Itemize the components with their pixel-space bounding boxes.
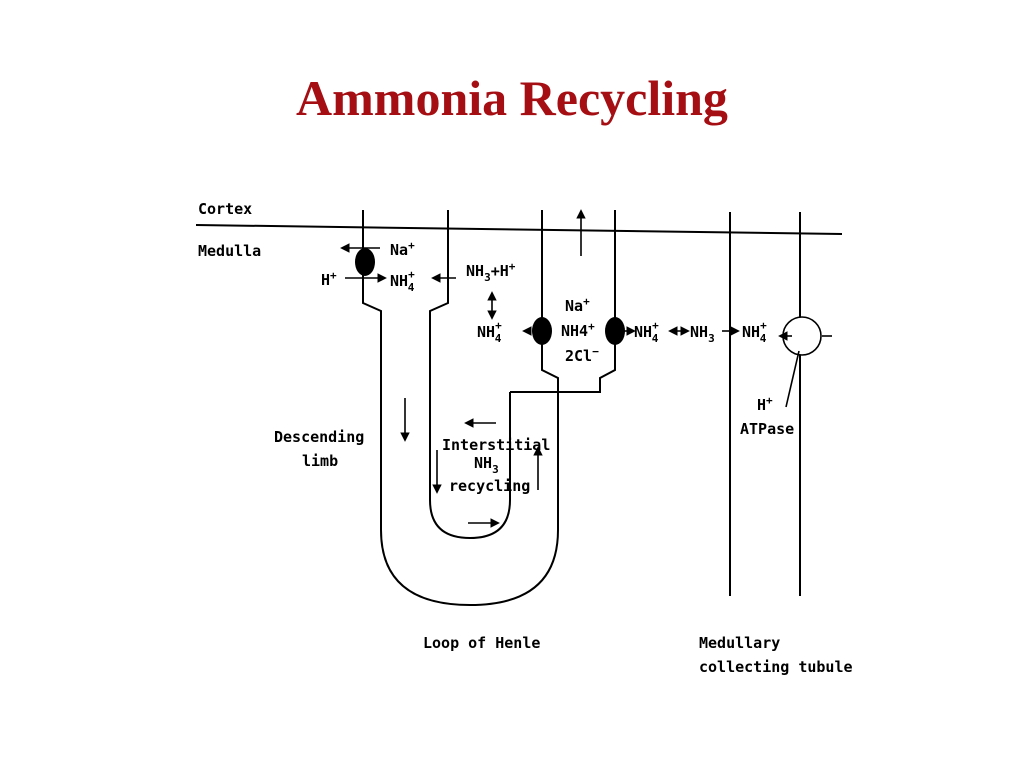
na-cotransport-label: Na+ (565, 295, 590, 315)
atpase-label: ATPase (740, 420, 794, 438)
nh3-h-label: NH3+H+ (466, 260, 516, 284)
medullary-label: Medullary (699, 634, 780, 652)
ascending-limb-wall (510, 210, 616, 393)
loop-of-henle-label: Loop of Henle (423, 634, 540, 652)
collecting-tubule-label: collecting tubule (699, 658, 853, 676)
page-title: Ammonia Recycling (296, 70, 728, 126)
h-atpase-ion-label: H+ (757, 394, 773, 414)
nh4-cotransport-label: NH4+ (561, 320, 595, 340)
interstitial-label: Interstitial (442, 436, 550, 454)
descending-label: Descending (274, 428, 364, 446)
medulla-label: Medulla (198, 242, 261, 260)
loop-outer-wall (362, 210, 559, 607)
atpase-pointer-line (785, 350, 800, 408)
nh4-interstitial-label: NH+4 (477, 319, 502, 345)
h-ion-label: H+ (321, 269, 337, 289)
cortex-medulla-boundary (195, 224, 843, 235)
cotransporter-right (605, 317, 625, 345)
nh3-out-label: NH3 (690, 323, 715, 345)
nh4-out-label: NH+4 (634, 319, 659, 345)
cl-cotransport-label: 2Cl− (565, 345, 599, 365)
na-ion-label: Na+ (390, 239, 415, 259)
nh4-lumen-label: NH+4 (390, 268, 415, 294)
nh4-tubule-label: NH+4 (742, 319, 767, 345)
nh3-interstitial-label: NH3 (474, 454, 499, 476)
cortex-label: Cortex (198, 200, 252, 218)
cotransporter-left (532, 317, 552, 345)
loop-inner-wall (429, 210, 511, 540)
na-h-exchanger (355, 248, 375, 276)
limb-label: limb (302, 452, 338, 470)
recycling-label: recycling (449, 477, 530, 495)
